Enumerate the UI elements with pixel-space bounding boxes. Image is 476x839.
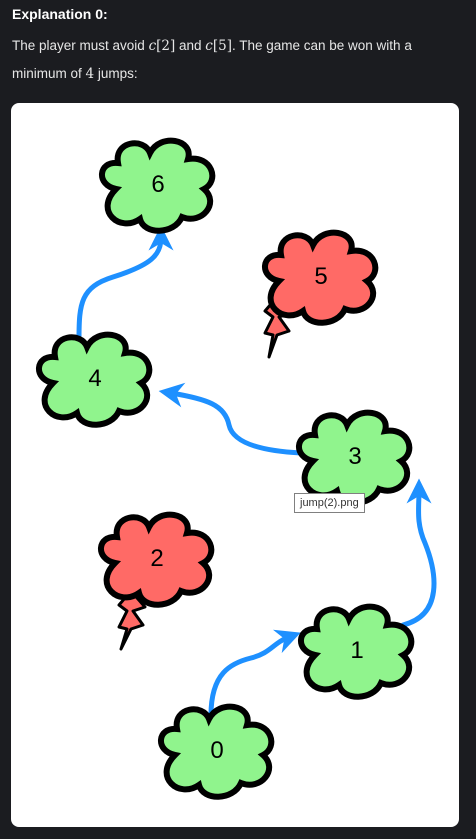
jump-arrows	[76, 225, 437, 718]
arrow-1-to-3	[400, 478, 437, 628]
math-c2-var: c	[148, 38, 157, 54]
cloud-6-label: 6	[151, 171, 164, 198]
cloud-6: 6	[102, 141, 212, 231]
math-c5-index: [5]	[212, 38, 232, 54]
arrow-3-to-4	[158, 382, 304, 456]
cloud-2-label: 2	[150, 545, 163, 572]
text-and: and	[175, 38, 206, 53]
cloud-1-label: 1	[350, 637, 363, 664]
cloud-0-label: 0	[210, 737, 223, 764]
arrow-4-to-6	[76, 225, 174, 342]
cloud-3: 3	[299, 413, 409, 503]
image-tooltip: jump(2).png	[294, 493, 365, 513]
jump-illustration: 6 5 4 3 2 1 0	[11, 103, 459, 827]
text-prefix: The player must avoid	[12, 38, 149, 53]
math-jumps-number: 4	[85, 66, 95, 82]
math-c5-var: c	[205, 38, 213, 54]
arrow-0-to-1	[208, 629, 301, 718]
cloud-5-label: 5	[314, 263, 327, 290]
math-c2-index: [2]	[156, 38, 176, 54]
cloud-1: 1	[301, 607, 411, 697]
cloud-4: 4	[39, 335, 149, 425]
explanation-heading: Explanation 0:	[12, 6, 108, 22]
lightning-bolt-icon	[117, 589, 147, 651]
text-suffix: jumps:	[94, 66, 138, 81]
clouds-diagram: 6 5 4 3 2 1 0	[11, 103, 437, 827]
cloud-5: 5	[265, 233, 375, 323]
cloud-2: 2	[101, 515, 211, 605]
text-mid: . The game can be won with a minimum of	[12, 38, 412, 81]
cloud-3-label: 3	[348, 443, 361, 470]
cloud-4-label: 4	[88, 365, 101, 392]
explanation-text: The player must avoid c[2] and c[5]. The…	[12, 32, 464, 88]
cloud-0: 0	[161, 707, 271, 797]
